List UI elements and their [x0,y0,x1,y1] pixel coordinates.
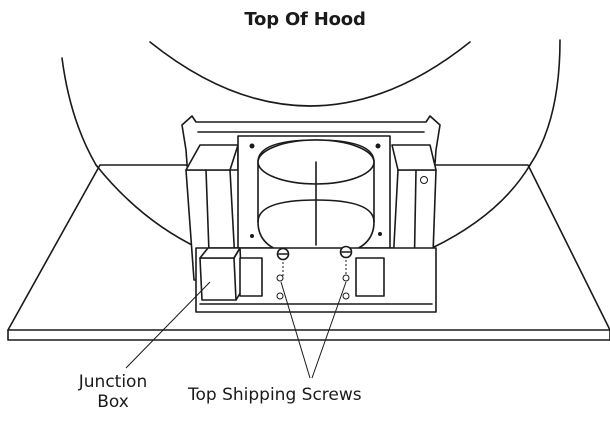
top-of-hood-label: Top Of Hood [244,9,366,30]
screws-leader-right [311,281,347,379]
junction-box [199,247,243,301]
cabinet-board-edge [7,329,610,341]
duct-collar [257,139,375,257]
top-shipping-screws-label: Top Shipping Screws [188,385,362,405]
junction-box-leader [125,281,211,369]
hood-top-arc [149,41,471,107]
shipping-screw-left [276,247,290,300]
shipping-screw-right [339,245,353,300]
junction-box-label: Junction Box [68,372,158,412]
screws-leader-left [280,281,311,379]
junction-box-label-line1: Junction [78,372,148,392]
junction-box-label-line2: Box [97,392,129,412]
